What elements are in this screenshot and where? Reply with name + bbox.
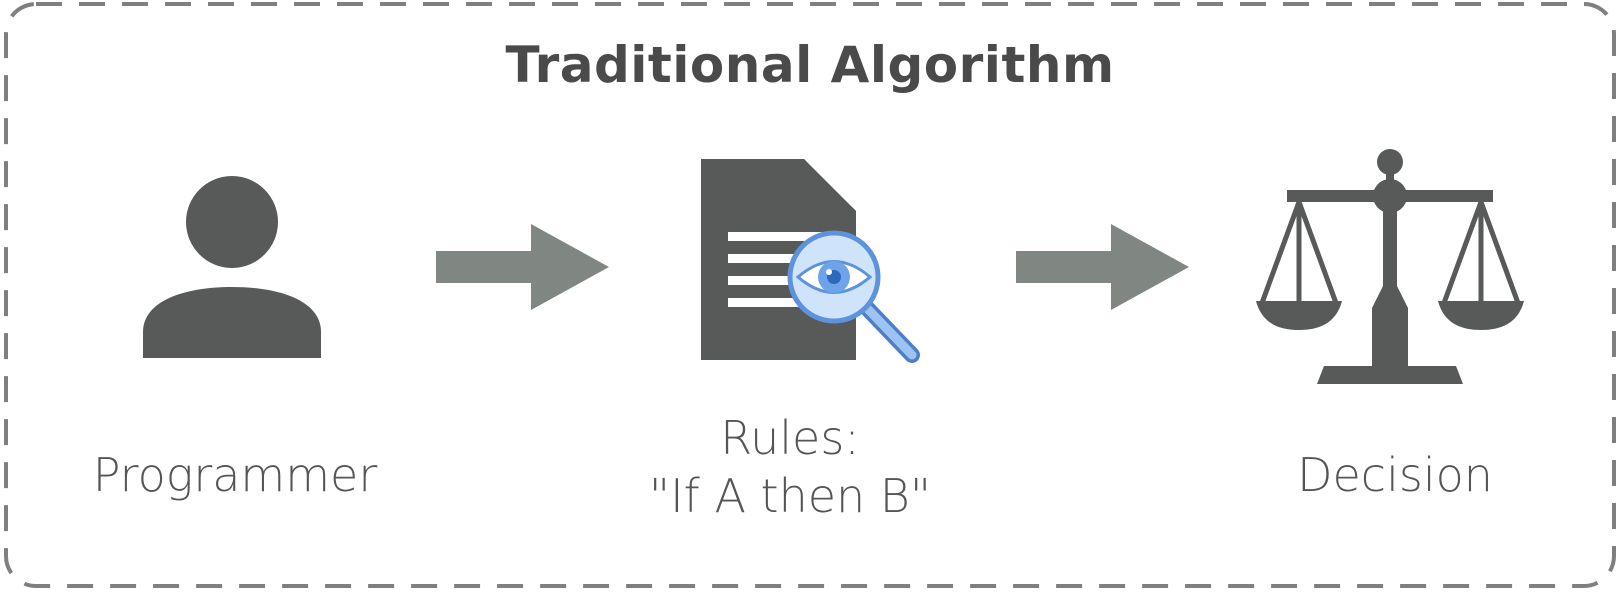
diagram-title: Traditional Algorithm bbox=[505, 36, 1115, 94]
programmer-label: Programmer bbox=[92, 448, 378, 502]
document-search-icon bbox=[701, 155, 920, 363]
rules-label: Rules: "If A then B" bbox=[580, 410, 1000, 525]
person-icon bbox=[143, 176, 321, 358]
decision-label: Decision bbox=[1297, 448, 1493, 502]
scales-icon bbox=[1256, 149, 1524, 384]
rules-label-line1: Rules: bbox=[720, 411, 860, 465]
arrow-right-icon bbox=[436, 224, 609, 310]
arrow-right-icon bbox=[1016, 224, 1189, 310]
rules-label-line2: "If A then B" bbox=[648, 468, 932, 523]
